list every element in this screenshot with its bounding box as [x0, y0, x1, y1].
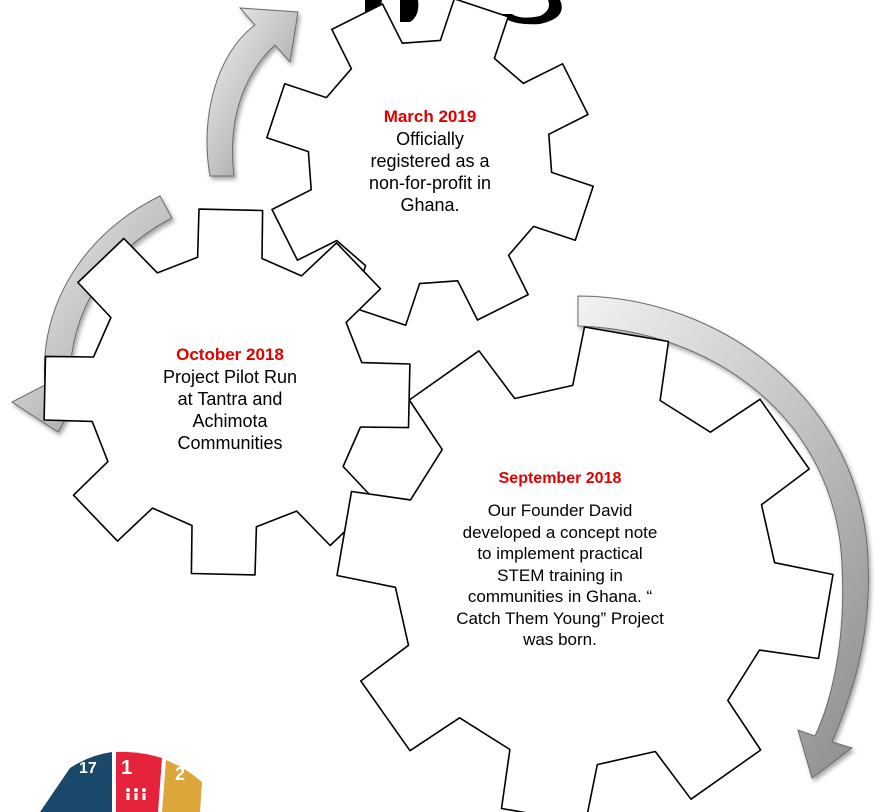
sdg-wheel — [40, 751, 202, 812]
milestone-text: Our Founder David developed a concept no… — [456, 501, 664, 649]
gear-outline — [336, 326, 834, 812]
sdg-number-17: 17 — [79, 760, 97, 777]
gear-outline — [266, 0, 594, 326]
sdg-number-2: 2 — [175, 764, 186, 784]
gear-march-2019 — [266, 0, 594, 326]
curved-arrow-right — [577, 295, 869, 779]
curved-arrow-top — [206, 7, 299, 177]
gear-outline — [43, 208, 411, 576]
milestone-march-2019: March 2019 Officially registered as a no… — [330, 106, 530, 216]
milestone-text: Project Pilot Run at Tantra and Achimota… — [162, 367, 298, 453]
sdg-segment-2 — [162, 760, 202, 812]
gear-october-2018 — [43, 208, 411, 576]
milestone-october-2018: October 2018 Project Pilot Run at Tantra… — [130, 344, 330, 454]
milestone-date: March 2019 — [383, 107, 477, 126]
heading-fragment — [365, 0, 562, 25]
milestone-text: Officially registered as a non-for-profi… — [368, 129, 492, 215]
gear-september-2018 — [336, 326, 834, 812]
no-poverty-icon — [126, 788, 146, 800]
milestone-date: October 2018 — [176, 345, 284, 364]
sdg-number-1: 1 — [121, 757, 133, 779]
sdg-segment-17 — [40, 752, 112, 812]
milestone-date: September 2018 — [498, 470, 622, 487]
milestone-september-2018: September 2018 Our Founder David develop… — [440, 468, 680, 651]
